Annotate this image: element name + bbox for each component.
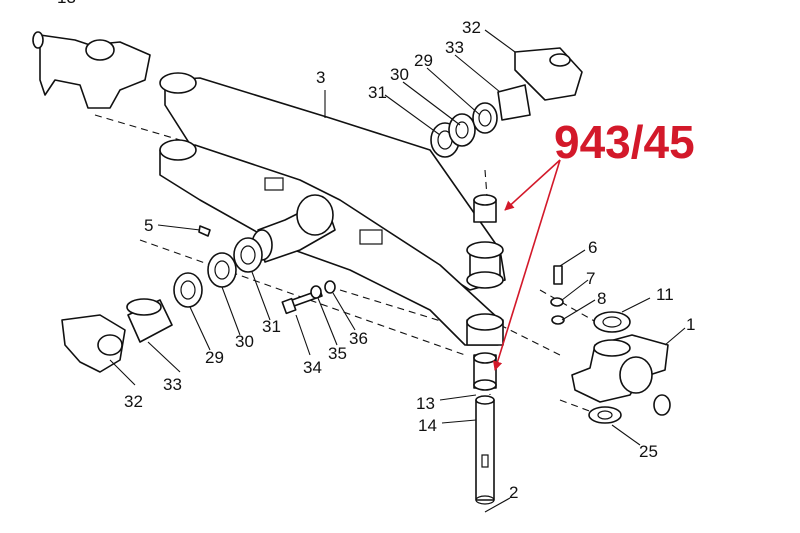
- left-bracket: [61, 314, 126, 373]
- callout-label: 36: [349, 329, 368, 348]
- grease-nipple: [550, 265, 565, 325]
- highlight-arrows: [492, 159, 561, 371]
- callout-label: 31: [262, 317, 281, 336]
- callout-label: 29: [414, 51, 433, 70]
- callout-label: 32: [124, 392, 143, 411]
- leader-lines: [109, 29, 686, 513]
- callout-label: 3: [316, 68, 325, 87]
- highlight-part-number: 943/45: [554, 116, 695, 168]
- callout-label: 1: [686, 315, 695, 334]
- callout-label: 13: [416, 394, 435, 413]
- callout-label: 11: [656, 285, 674, 304]
- callout-label: 32: [462, 18, 481, 37]
- left-bushing: [126, 298, 173, 343]
- callout-label: 30: [390, 65, 409, 84]
- lower-bushing: [473, 352, 497, 391]
- bolt-and-washers: [281, 280, 336, 315]
- right-bottom-washer: [588, 406, 622, 424]
- callout-label: 6: [588, 238, 597, 257]
- king-pin: [475, 395, 495, 505]
- callout-label: 33: [163, 375, 182, 394]
- upper-bushing: [473, 194, 497, 223]
- screw-5: [198, 225, 211, 237]
- callout-label: 2: [509, 483, 518, 502]
- callout-label: 31: [368, 83, 387, 102]
- callout-label: 13: [57, 0, 76, 7]
- callout-labels: 13 32 33 29 30 31 3 5 31 30 29 33 32 34 …: [57, 0, 695, 502]
- callout-label: 5: [144, 216, 153, 235]
- callout-label: 34: [303, 358, 322, 377]
- callout-label: 35: [328, 344, 347, 363]
- right-spindle: [571, 334, 671, 416]
- top-right-bracket: [497, 47, 583, 121]
- callout-label: 29: [205, 348, 224, 367]
- callout-label: 8: [597, 289, 606, 308]
- left-washers: [173, 237, 263, 308]
- callout-label: 33: [445, 38, 464, 57]
- callout-label: 7: [586, 269, 595, 288]
- top-left-spindle: [32, 31, 151, 109]
- right-top-washer: [593, 311, 631, 333]
- callout-label: 30: [235, 332, 254, 351]
- callout-label: 25: [639, 442, 658, 461]
- callout-label: 14: [418, 416, 437, 435]
- front-axle-beam: [159, 72, 506, 346]
